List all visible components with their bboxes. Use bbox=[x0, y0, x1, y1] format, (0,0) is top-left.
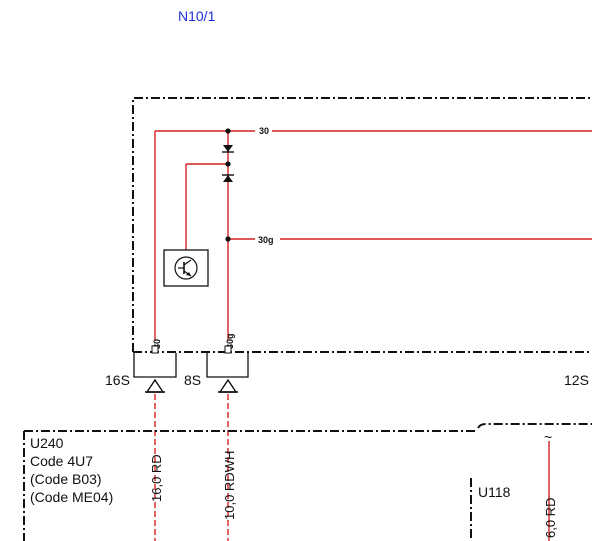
diode-lower bbox=[222, 174, 234, 182]
connector-pin-middle bbox=[218, 378, 238, 393]
connector-label-left: 16S bbox=[105, 372, 130, 388]
connector-bracket-left bbox=[133, 353, 177, 378]
wire-label-right: 6,0 RD bbox=[543, 498, 558, 538]
connector-pin-left bbox=[145, 378, 165, 393]
wire-label-middle: 10,0 RDWH bbox=[222, 451, 237, 520]
transistor-symbol bbox=[163, 249, 209, 287]
pin-30g-label: 30g bbox=[225, 333, 235, 349]
u240-title: U240 bbox=[30, 435, 64, 451]
tilde-symbol: ~ bbox=[544, 429, 552, 445]
pin-stub-left bbox=[151, 345, 159, 354]
module-boundary bbox=[132, 97, 592, 352]
pin-stub-middle bbox=[224, 345, 232, 354]
junction-dot bbox=[225, 128, 231, 134]
junction-dot bbox=[225, 236, 231, 242]
junction-dot bbox=[225, 161, 231, 167]
pin-30-label: 30 bbox=[152, 339, 162, 349]
u240-line: (Code B03) bbox=[30, 471, 102, 487]
terminal-30-label: 30 bbox=[259, 126, 269, 136]
connector-bracket-middle bbox=[206, 353, 249, 378]
terminal-30g-label: 30g bbox=[258, 235, 274, 245]
u118-title: U118 bbox=[478, 484, 511, 500]
u240-block: U240 Code 4U7 (Code B03) (Code ME04) bbox=[30, 434, 113, 506]
connector-label-middle: 8S bbox=[184, 372, 202, 388]
u240-line: (Code ME04) bbox=[30, 489, 114, 505]
u118-boundary-top bbox=[477, 423, 592, 429]
connector-label-right: 12S bbox=[564, 372, 589, 388]
wire-label-left: 16,0 RD bbox=[149, 454, 164, 502]
component-id-label: N10/1 bbox=[178, 8, 216, 24]
u240-line: Code 4U7 bbox=[30, 453, 94, 469]
diode-upper bbox=[222, 145, 234, 153]
